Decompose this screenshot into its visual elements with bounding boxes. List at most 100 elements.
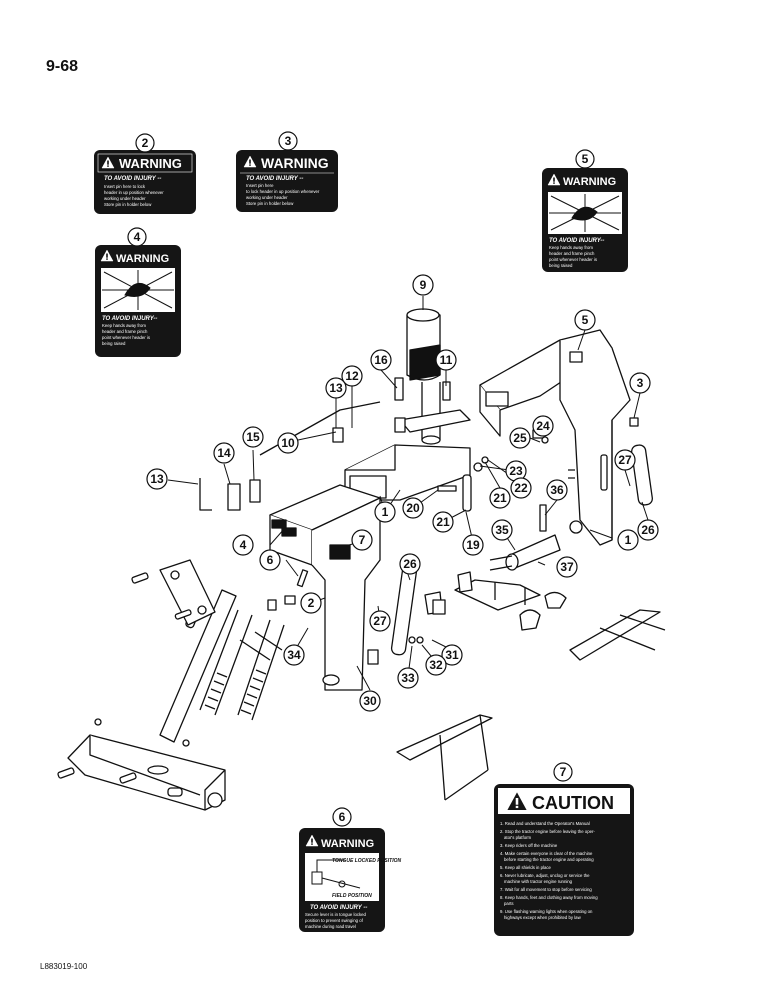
callout-21: 21 [432, 511, 454, 533]
svg-text:14: 14 [217, 446, 231, 460]
decal-3-warning: WARNING TO AVOID INJURY -- Insert pin he… [236, 150, 338, 212]
callout-3: 3 [629, 372, 651, 394]
callout-24: 24 [532, 415, 554, 437]
spring-assemblies [199, 609, 285, 721]
svg-text:21: 21 [493, 491, 507, 505]
callout-5: 5 [574, 309, 596, 331]
callout-30: 30 [359, 690, 381, 712]
callout-7: 7 [351, 529, 373, 551]
callout-1: 1 [374, 501, 396, 523]
callouts: 2 3 4 5 6 7 9 5 3 16 11 12 13 24 25 14 1… [127, 131, 659, 827]
svg-text:2: 2 [142, 136, 149, 150]
decal-7-caution: CAUTION 1. Read and understand the Opera… [494, 784, 634, 936]
callout-26: 26 [637, 519, 659, 541]
decal-7-line: 3. Keep riders off the machine [500, 843, 558, 848]
decal-7-line: parts [504, 901, 514, 906]
decal-6-line: position to prevent swinging of [305, 918, 364, 923]
decal-2-title: WARNING [119, 156, 182, 171]
page-number: 9-68 [46, 58, 79, 75]
decal-4-warning: WARNING TO AVOID INJURY-- Keep hands awa… [95, 245, 181, 357]
callout-27: 27 [614, 449, 636, 471]
svg-text:11: 11 [440, 353, 453, 367]
svg-text:9: 9 [420, 278, 427, 292]
svg-text:23: 23 [509, 464, 523, 478]
svg-text:15: 15 [246, 430, 260, 444]
decal-7-line: 7. Wait for all movement to stop before … [500, 887, 592, 892]
callout-13: 13 [325, 377, 347, 399]
decal-2-line: working under header [104, 196, 146, 201]
decal-3-subtitle: TO AVOID INJURY -- [246, 176, 303, 182]
svg-text:7: 7 [560, 765, 567, 779]
svg-text:21: 21 [436, 515, 450, 529]
callout-16: 16 [370, 349, 392, 371]
callout-20: 20 [402, 497, 424, 519]
svg-text:37: 37 [560, 560, 574, 574]
decal-5-line: Keep hands away from [549, 245, 593, 250]
callout-2: 2 [300, 592, 322, 614]
svg-text:26: 26 [403, 557, 417, 571]
svg-text:10: 10 [281, 436, 295, 450]
decal-5-line: being raised [549, 263, 573, 268]
callout-37: 37 [556, 556, 578, 578]
decal-3-line: to lock header in up position whenever [246, 189, 320, 194]
callout-decal-5: 5 [575, 149, 595, 169]
svg-text:20: 20 [406, 501, 420, 515]
svg-text:26: 26 [641, 523, 655, 537]
decal-6-line: machine during road travel [305, 924, 356, 929]
callout-11: 11 [435, 349, 457, 371]
svg-text:27: 27 [618, 453, 632, 467]
callout-23: 23 [505, 460, 527, 482]
decal-4-subtitle: TO AVOID INJURY-- [102, 316, 157, 322]
callout-6: 6 [259, 549, 281, 571]
decal-2-line: Insert pin here to lock [104, 184, 146, 189]
callout-9: 9 [412, 274, 434, 296]
decal-7-instructions: 1. Read and understand the Operator's Ma… [500, 821, 598, 920]
decal-7-title: CAUTION [532, 793, 614, 813]
jack-stand-right [569, 609, 666, 661]
svg-text:16: 16 [374, 353, 388, 367]
callout-13: 13 [146, 468, 168, 490]
callout-31: 31 [441, 644, 463, 666]
decal-7-line: 6. Never lubricate, adjust, unclog or se… [500, 873, 590, 878]
callout-12: 12 [341, 365, 363, 387]
svg-text:5: 5 [582, 313, 589, 327]
decal-7-line: 1. Read and understand the Operator's Ma… [500, 821, 590, 826]
svg-text:2: 2 [308, 596, 315, 610]
svg-text:25: 25 [513, 431, 527, 445]
svg-text:19: 19 [466, 538, 480, 552]
svg-text:30: 30 [363, 694, 377, 708]
callout-4: 4 [232, 534, 254, 556]
decal-7-line: 4. Make certain everyone is clear of the… [500, 851, 593, 856]
decal-5-line: point whenever header is [549, 257, 597, 262]
decal-7-line: before starting the tractor engine and o… [504, 857, 594, 862]
svg-text:13: 13 [150, 472, 164, 486]
decal-3-title: WARNING [261, 155, 329, 171]
decal-5-line: header and frame pinch [549, 251, 595, 256]
decal-6-warning: WARNING TONGUE LOCKED POSITION FIELD POS… [299, 828, 401, 932]
decal-2-line: Store pin in holder below [104, 202, 152, 207]
decal-7-line: highways except when prohibited by law [504, 915, 582, 920]
callout-19: 19 [462, 534, 484, 556]
svg-text:7: 7 [359, 533, 366, 547]
svg-text:35: 35 [495, 523, 509, 537]
callout-26: 26 [399, 553, 421, 575]
decal-3-line: Store pin in holder below [246, 201, 294, 206]
support-straps [390, 444, 653, 656]
decal-5-warning: WARNING TO AVOID INJURY-- Keep hands awa… [542, 168, 628, 272]
mounting-brackets [424, 571, 567, 631]
svg-text:1: 1 [625, 533, 632, 547]
svg-text:33: 33 [401, 671, 415, 685]
decal-2-warning: WARNING TO AVOID INJURY -- Insert pin he… [94, 150, 196, 214]
callout-decal-6: 6 [332, 807, 352, 827]
decal-4-line: header and frame pinch [102, 329, 148, 334]
jack-stand-bottom [396, 714, 493, 801]
decal-5-subtitle: TO AVOID INJURY-- [549, 238, 604, 244]
center-cross-tube [344, 409, 471, 501]
decal-7-line: 5. Keep all shields in place [500, 865, 551, 870]
decal-2-line: header in up position whenever [104, 190, 164, 195]
svg-text:3: 3 [285, 134, 292, 148]
callout-14: 14 [213, 442, 235, 464]
pinch-point-graphic [549, 194, 621, 232]
callout-27: 27 [369, 610, 391, 632]
